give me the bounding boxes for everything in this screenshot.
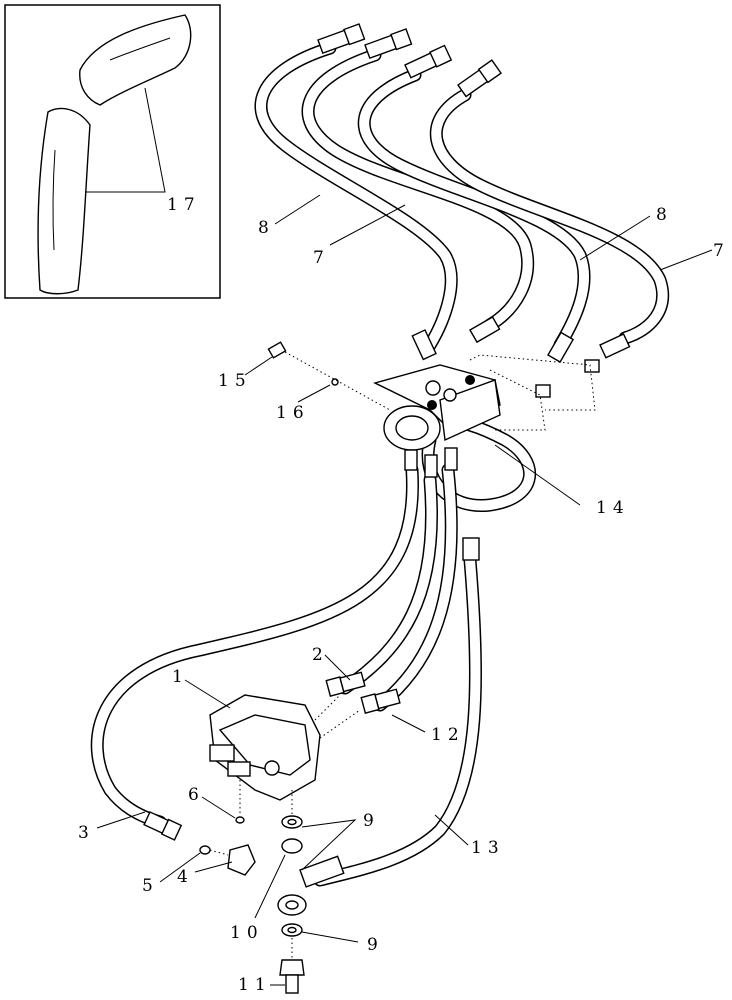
callout-5: 5: [142, 876, 159, 896]
callout-7-left: 7: [313, 248, 330, 268]
callout-12: 12: [431, 725, 465, 745]
callout-1: 1: [172, 667, 189, 687]
small-parts: [199, 341, 339, 994]
callout-9-lower: 9: [367, 935, 384, 955]
callout-8-left: 8: [258, 218, 275, 238]
callout-16: 16: [276, 403, 310, 423]
callout-9-upper: 9: [363, 811, 380, 831]
callout-6: 6: [188, 785, 205, 805]
callout-17: 17: [167, 195, 201, 215]
leader-lines: [96, 194, 713, 986]
callout-7-right: 7: [713, 241, 730, 261]
callout-2: 2: [312, 645, 329, 665]
inset-detail: [4, 4, 221, 299]
callout-labels: 1 2 3 4 5 6 7 7 8 8 9 9 10 11 12 13 14 1…: [78, 195, 730, 995]
callout-11: 11: [238, 975, 272, 995]
callout-10: 10: [230, 923, 264, 943]
assembly-lines: [209, 351, 596, 960]
callout-14: 14: [596, 498, 630, 518]
valve-block: [373, 364, 501, 478]
callout-8-right: 8: [656, 205, 673, 225]
callout-3: 3: [78, 823, 95, 843]
callout-15: 15: [218, 371, 252, 391]
hose-fittings: [143, 23, 631, 888]
valve-assembly: [209, 694, 321, 801]
hoses: [90, 41, 670, 887]
callout-4: 4: [177, 867, 194, 887]
callout-13: 13: [471, 838, 505, 858]
